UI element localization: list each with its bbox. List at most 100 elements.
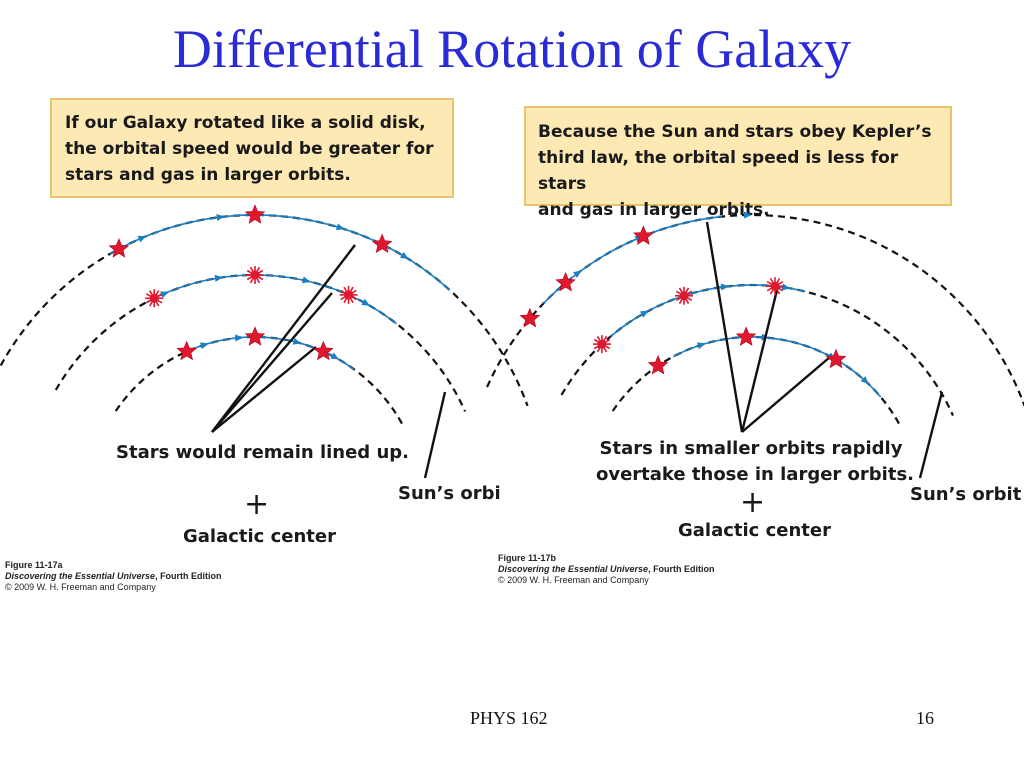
figure-caption-a: Figure 11-17a Discovering the Essential …	[5, 560, 222, 593]
figure-number: Figure 11-17b	[498, 553, 557, 563]
pointer-label-line: Stars in smaller orbits rapidly	[599, 438, 903, 459]
sun-core	[597, 339, 607, 349]
star-icon	[108, 238, 130, 258]
arrow-icon	[860, 376, 869, 385]
sun-ray	[340, 289, 346, 294]
sun-core	[149, 293, 159, 303]
velocity-arc	[542, 215, 722, 305]
sun-ray	[603, 347, 608, 353]
star-icon	[825, 348, 847, 369]
sun-ray	[766, 287, 772, 292]
pointer-label-line: overtake those in larger orbits.	[596, 464, 915, 485]
sun-star-icon	[145, 289, 164, 308]
arrow-icon	[302, 276, 311, 284]
star-icon	[555, 272, 576, 292]
sun-core	[679, 291, 689, 301]
arrow-icon	[361, 298, 370, 306]
pointer-line	[705, 221, 744, 433]
callout-line: third law, the orbital speed is less for…	[538, 148, 899, 194]
sun-ray	[675, 297, 681, 301]
footer-course: PHYS 162	[470, 708, 548, 728]
sun-ray	[145, 299, 152, 304]
callout-line: stars and gas in larger orbits.	[65, 165, 351, 185]
orbit-path	[611, 335, 902, 427]
callout-line: If our Galaxy rotated like a solid disk,	[65, 113, 426, 133]
book-title: Discovering the Essential Universe	[498, 564, 649, 574]
orbit-layer	[0, 213, 1024, 427]
sun-ray	[603, 335, 608, 342]
sun-orbit-label: Sun’s orbit	[910, 484, 1022, 505]
book-edition: , Fourth Edition	[648, 564, 715, 574]
galactic-center-marker: +	[244, 487, 270, 522]
pointer-line-layer	[211, 221, 944, 479]
velocity-arc	[109, 214, 450, 291]
sun-ray	[605, 345, 611, 350]
sun-star-icon	[339, 285, 358, 304]
arrow-icon	[216, 213, 225, 221]
sun-ray	[155, 301, 160, 307]
sun-ray	[769, 278, 774, 284]
sun-ray	[349, 297, 354, 304]
callout-line: Because the Sun and stars obey Kepler’s	[538, 122, 932, 142]
sun-ray	[766, 281, 772, 285]
pointer-line	[741, 356, 831, 433]
sun-ray	[340, 296, 346, 301]
orbit-path	[114, 335, 405, 427]
galactic-center-label: Galactic center	[183, 526, 336, 547]
arrow-icon	[330, 352, 339, 360]
sun-star-icon	[592, 335, 611, 354]
pointer-line	[211, 292, 333, 433]
book-edition: , Fourth Edition	[155, 571, 222, 581]
sun-ray	[685, 287, 690, 293]
star-icon	[735, 326, 757, 346]
pointer-line	[211, 244, 356, 433]
callout-kepler: Because the Sun and stars obey Kepler’s …	[524, 106, 952, 220]
copyright: © 2009 W. H. Freeman and Company	[498, 575, 649, 585]
sun-ray	[246, 276, 252, 281]
arrow-layer	[109, 211, 882, 398]
sun-ray	[249, 278, 254, 284]
orbit-path	[560, 283, 954, 416]
sun-ray	[596, 335, 601, 342]
sun-ray	[593, 338, 599, 343]
star-icon	[519, 307, 541, 328]
book-title: Discovering the Essential Universe	[5, 571, 156, 581]
sun-ray	[776, 278, 781, 284]
slide-number: 16	[916, 708, 934, 728]
galactic-center-label: Galactic center	[678, 520, 831, 541]
callout-line: the orbital speed would be greater for	[65, 139, 434, 159]
star-icon	[244, 326, 266, 346]
star-layer	[108, 204, 847, 375]
sun-ray	[593, 345, 599, 350]
sun-ray	[145, 293, 152, 297]
arrow-icon	[744, 211, 752, 219]
sun-core	[250, 270, 260, 280]
star-icon	[633, 225, 654, 245]
sun-ray	[148, 290, 153, 296]
arrow-icon	[697, 342, 706, 350]
sun-ray	[258, 276, 264, 281]
sun-ray	[678, 298, 683, 304]
pointer-line	[211, 346, 317, 433]
sun-star-icon	[246, 266, 264, 284]
sun-ray	[685, 298, 690, 304]
velocity-arc	[146, 274, 398, 325]
figure-number: Figure 11-17a	[5, 560, 63, 570]
copyright: © 2009 W. H. Freeman and Company	[5, 582, 156, 592]
orbit-path	[0, 213, 529, 407]
arrow-icon	[781, 283, 791, 291]
sun-ray	[256, 278, 261, 284]
star-icon	[647, 354, 669, 375]
callout-line: and gas in larger orbits.	[538, 200, 770, 220]
sun-star-icon	[675, 286, 694, 305]
arrow-icon	[200, 342, 209, 350]
sun-ray	[778, 287, 784, 292]
sun-ray	[778, 281, 784, 285]
pointer-label-lined-up: Stars would remain lined up.	[116, 442, 409, 463]
sun-ray	[776, 289, 781, 295]
sun-ray	[343, 286, 348, 292]
sun-ray	[605, 338, 611, 343]
arrow-icon	[335, 223, 345, 231]
arrow-icon	[573, 270, 582, 278]
galactic-center-marker: +	[740, 485, 766, 520]
